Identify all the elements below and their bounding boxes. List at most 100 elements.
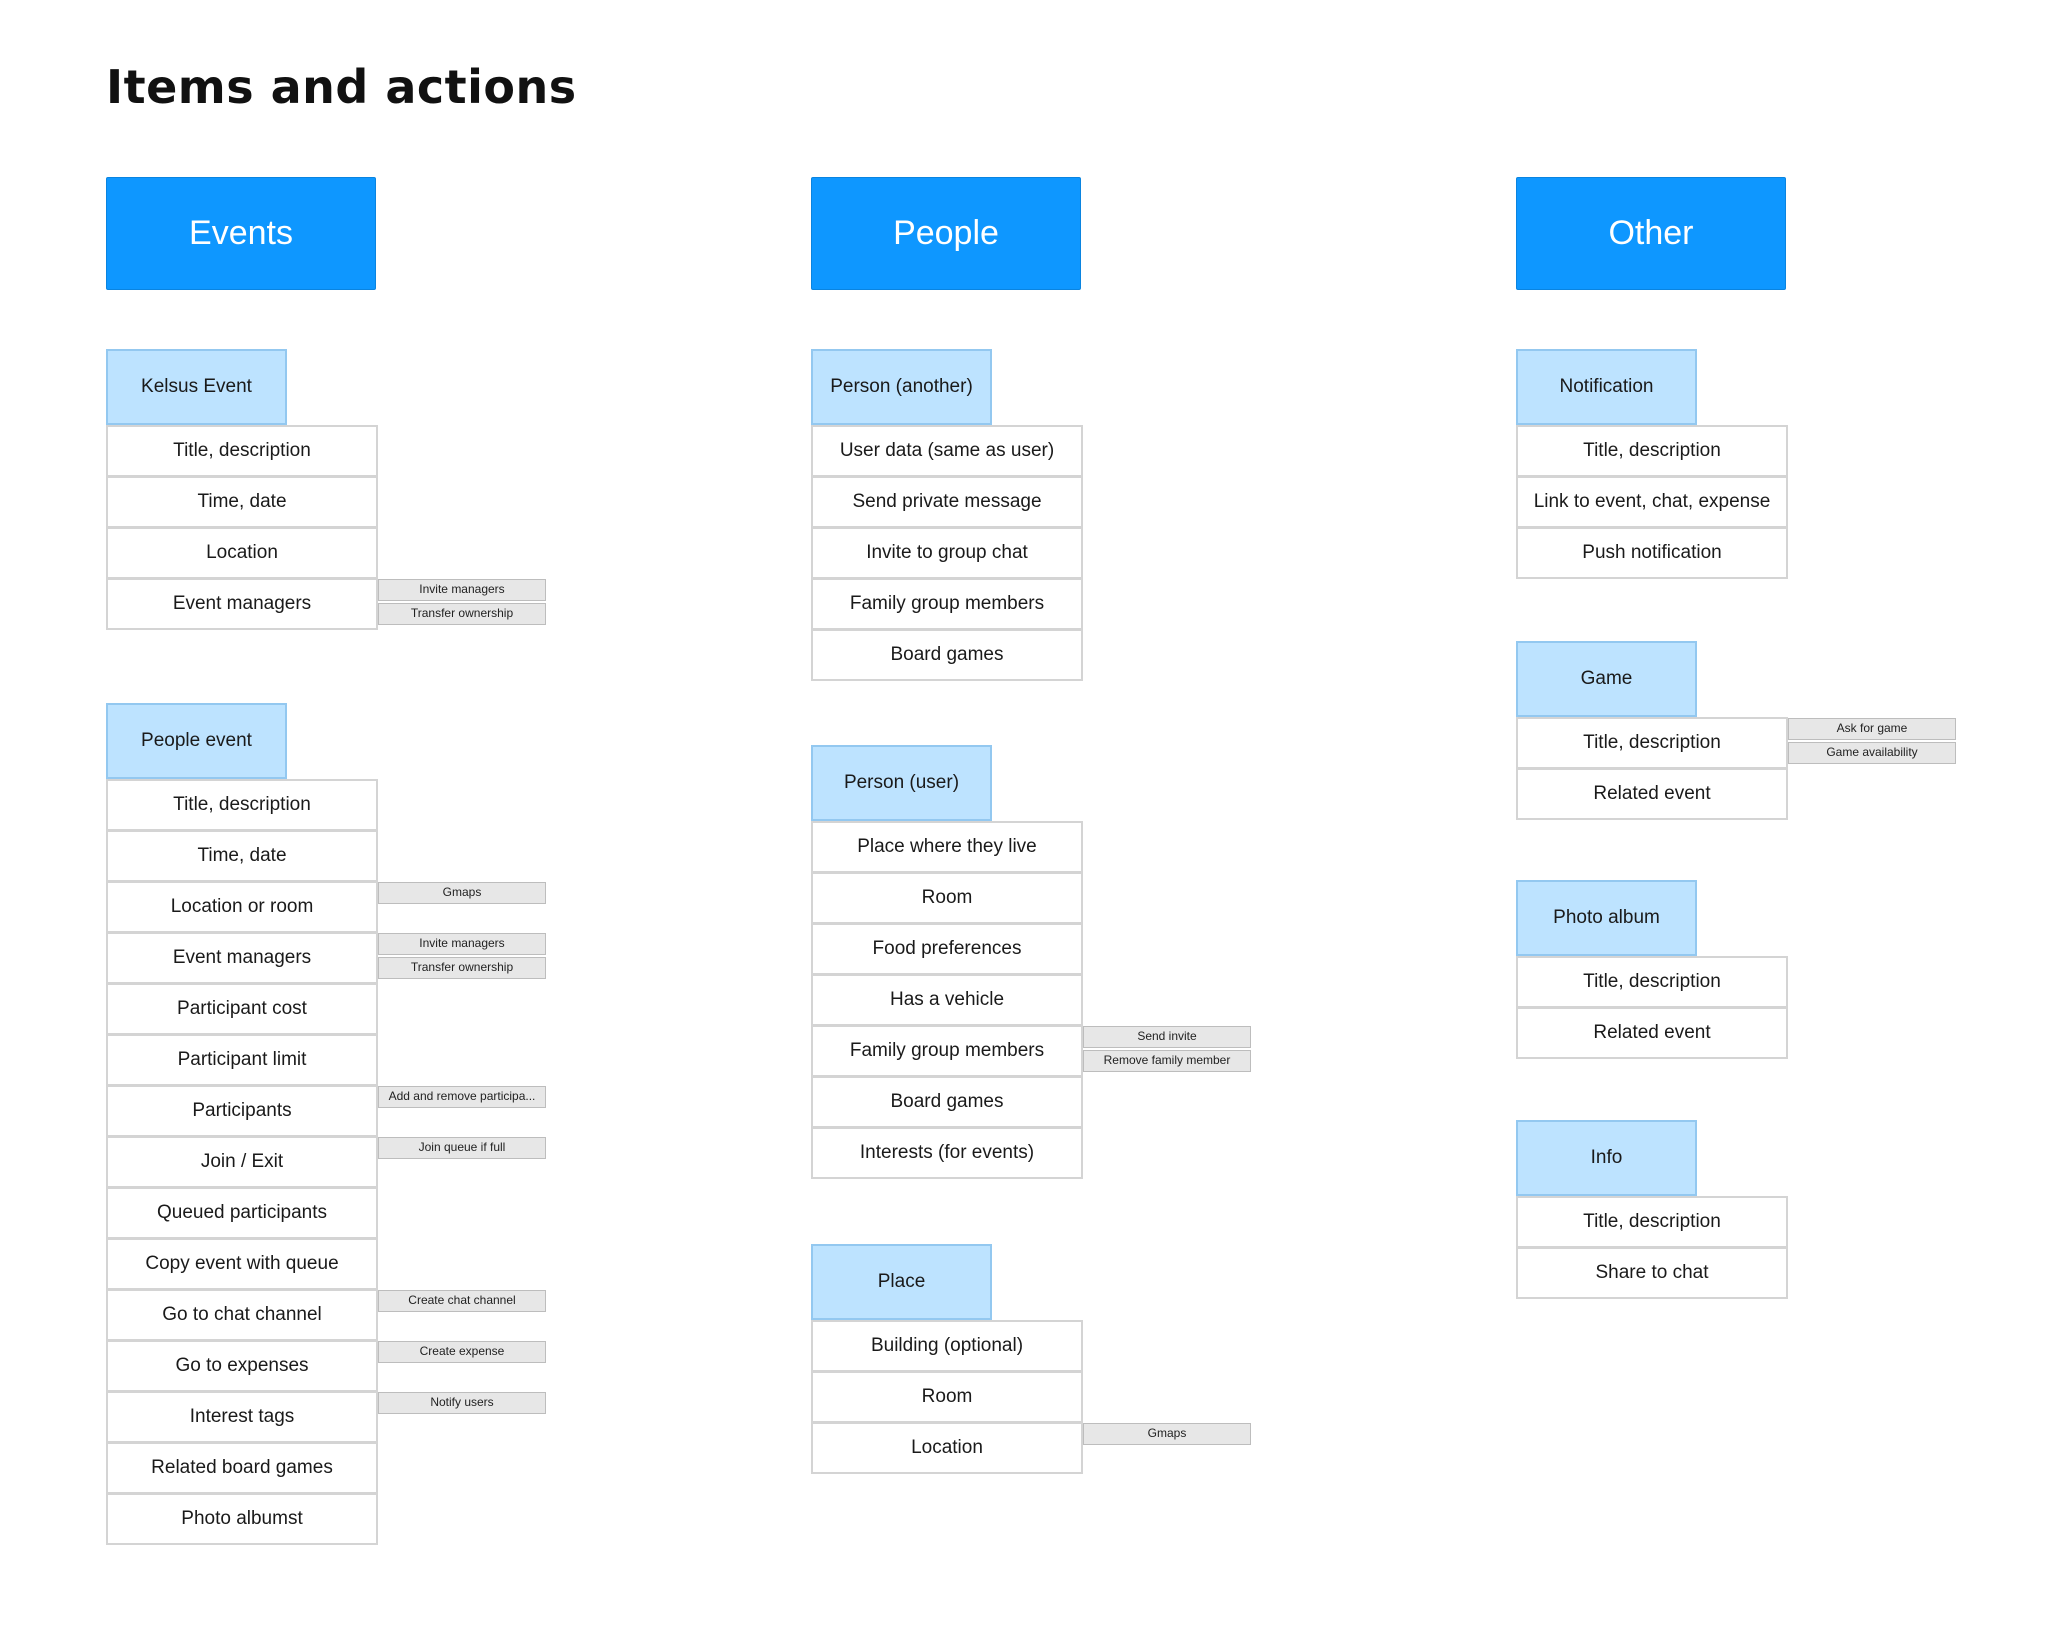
attribute-label: Related board games (151, 1457, 333, 1478)
attribute-label: Invite to group chat (866, 542, 1028, 563)
action-list: Add and remove participa... (378, 1086, 548, 1110)
attribute-row: Food preferences (811, 923, 1083, 975)
action-tag: Send invite (1083, 1026, 1251, 1048)
attribute-row: Invite to group chat (811, 527, 1083, 579)
attribute-row: Room (811, 1371, 1083, 1423)
item-header: Notification (1516, 349, 1697, 425)
attribute-row: Has a vehicle (811, 974, 1083, 1026)
attribute-row: Building (optional) (811, 1320, 1083, 1372)
item-header: Person (another) (811, 349, 992, 425)
attribute-row: Go to chat channel Create chat channel (106, 1289, 546, 1341)
attribute-row: Related event (1516, 768, 1788, 820)
attribute-row: Title, description (1516, 1196, 1788, 1248)
attribute-label: Related event (1593, 1022, 1711, 1043)
item-header: Person (user) (811, 745, 992, 821)
attribute-label: Location (206, 542, 278, 563)
attribute-label: Family group members (849, 593, 1045, 614)
action-tag: Create expense (378, 1341, 546, 1363)
action-tag: Notify users (378, 1392, 546, 1414)
action-tag: Gmaps (378, 882, 546, 904)
action-tag: Invite managers (378, 933, 546, 955)
attribute-label: Go to expenses (175, 1355, 309, 1376)
attribute-row: Board games (811, 629, 1083, 681)
attribute-label: Queued participants (156, 1202, 328, 1223)
attribute-row: Room (811, 872, 1083, 924)
attribute-row: Share to chat (1516, 1247, 1788, 1299)
action-list: Gmaps (378, 882, 548, 906)
item-header: People event (106, 703, 287, 779)
attribute-row: Queued participants (106, 1187, 378, 1239)
attribute-label: Title, description (1583, 1211, 1721, 1232)
attribute-label: Board games (890, 644, 1004, 665)
category-header: People (811, 177, 1081, 290)
attribute-row: Interests (for events) (811, 1127, 1083, 1179)
attribute-row: Location or room Gmaps (106, 881, 546, 933)
attribute-label: Location or room (170, 896, 314, 917)
attribute-row: Link to event, chat, expense (1516, 476, 1788, 528)
attribute-label: Event managers (172, 593, 312, 614)
attribute-label: Participant cost (177, 998, 307, 1019)
attribute-label: Interest tags (189, 1406, 295, 1427)
attribute-row: Time, date (106, 830, 378, 882)
attribute-row: Participant limit (106, 1034, 378, 1086)
attribute-row: Title, description (106, 425, 378, 477)
category-header: Events (106, 177, 376, 290)
attribute-row: Place where they live (811, 821, 1083, 873)
attribute-label: Participant limit (177, 1049, 307, 1070)
action-list: Create chat channel (378, 1290, 548, 1314)
item-header: Place (811, 1244, 992, 1320)
attribute-row: Participant cost (106, 983, 378, 1035)
attribute-row: Send private message (811, 476, 1083, 528)
attribute-label: Related event (1593, 783, 1711, 804)
attribute-label: Building (optional) (870, 1335, 1024, 1356)
attribute-label: Room (921, 1386, 973, 1407)
attribute-row: Board games (811, 1076, 1083, 1128)
page-title: Items and actions (106, 60, 577, 114)
attribute-label: Title, description (1583, 971, 1721, 992)
attribute-label: Time, date (197, 845, 287, 866)
attribute-label: Title, description (173, 440, 311, 461)
action-list: Create expense (378, 1341, 548, 1365)
attribute-label: Share to chat (1595, 1262, 1709, 1283)
item-header: Photo album (1516, 880, 1697, 956)
action-tag: Ask for game (1788, 718, 1956, 740)
attribute-label: Food preferences (872, 938, 1022, 959)
action-tag: Gmaps (1083, 1423, 1251, 1445)
attribute-label: Location (911, 1437, 983, 1458)
attribute-label: Participants (192, 1100, 292, 1121)
attribute-label: Time, date (197, 491, 287, 512)
attribute-row: Photo albumst (106, 1493, 378, 1545)
action-tag: Create chat channel (378, 1290, 546, 1312)
attribute-row: Location Gmaps (811, 1422, 1251, 1474)
attribute-row: Time, date (106, 476, 378, 528)
attribute-label: Event managers (172, 947, 312, 968)
attribute-label: Board games (890, 1091, 1004, 1112)
attribute-label: Go to chat channel (162, 1304, 322, 1325)
item-header: Kelsus Event (106, 349, 287, 425)
item-attribute-list: User data (same as user)Send private mes… (811, 425, 1083, 681)
attribute-label: Send private message (852, 491, 1042, 512)
attribute-row: Family group members (811, 578, 1083, 630)
action-list: Join queue if full (378, 1137, 548, 1161)
action-tag: Join queue if full (378, 1137, 546, 1159)
attribute-row: Go to expenses Create expense (106, 1340, 546, 1392)
action-tag: Transfer ownership (378, 603, 546, 625)
attribute-row: Related board games (106, 1442, 378, 1494)
attribute-label: Place where they live (857, 836, 1037, 857)
